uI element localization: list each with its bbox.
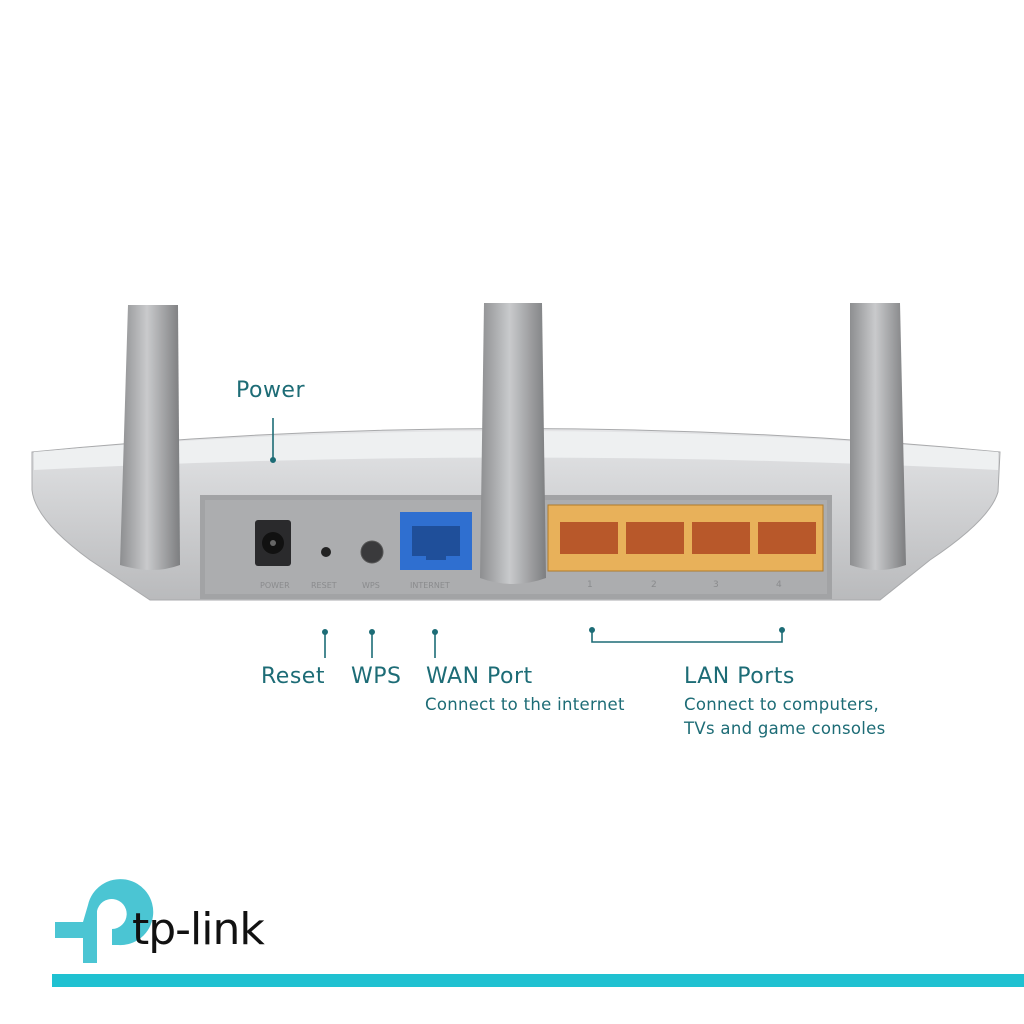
callout-reset: Reset — [261, 664, 325, 689]
panel-label-lan-3: 3 — [713, 580, 719, 590]
callout-lan-desc-2: TVs and game consoles — [684, 719, 886, 738]
panel-label-lan-1: 1 — [587, 580, 593, 590]
callout-wps: WPS — [351, 664, 402, 689]
tp-link-logo-icon — [55, 879, 154, 963]
panel-label-power: POWER — [260, 581, 290, 590]
callout-wan-desc: Connect to the internet — [425, 695, 625, 714]
brand-name: tp-link — [132, 904, 265, 955]
antenna-right — [850, 303, 906, 570]
callout-wan-title: WAN Port — [426, 664, 533, 689]
panel-label-reset: RESET — [311, 581, 337, 590]
reset-hole — [321, 547, 331, 557]
antenna-left — [120, 305, 180, 570]
callout-power: Power — [236, 378, 306, 403]
brand-bar — [52, 974, 1024, 987]
callout-lan-desc-1: Connect to computers, — [684, 695, 879, 714]
panel-label-internet: INTERNET — [410, 581, 450, 590]
callout-lan-title: LAN Ports — [684, 664, 795, 689]
antenna-center — [480, 303, 546, 584]
panel-label-wps: WPS — [362, 581, 380, 590]
panel-label-lan-2: 2 — [651, 580, 657, 590]
wps-button — [360, 540, 384, 564]
panel-label-lan-4: 4 — [776, 580, 782, 590]
